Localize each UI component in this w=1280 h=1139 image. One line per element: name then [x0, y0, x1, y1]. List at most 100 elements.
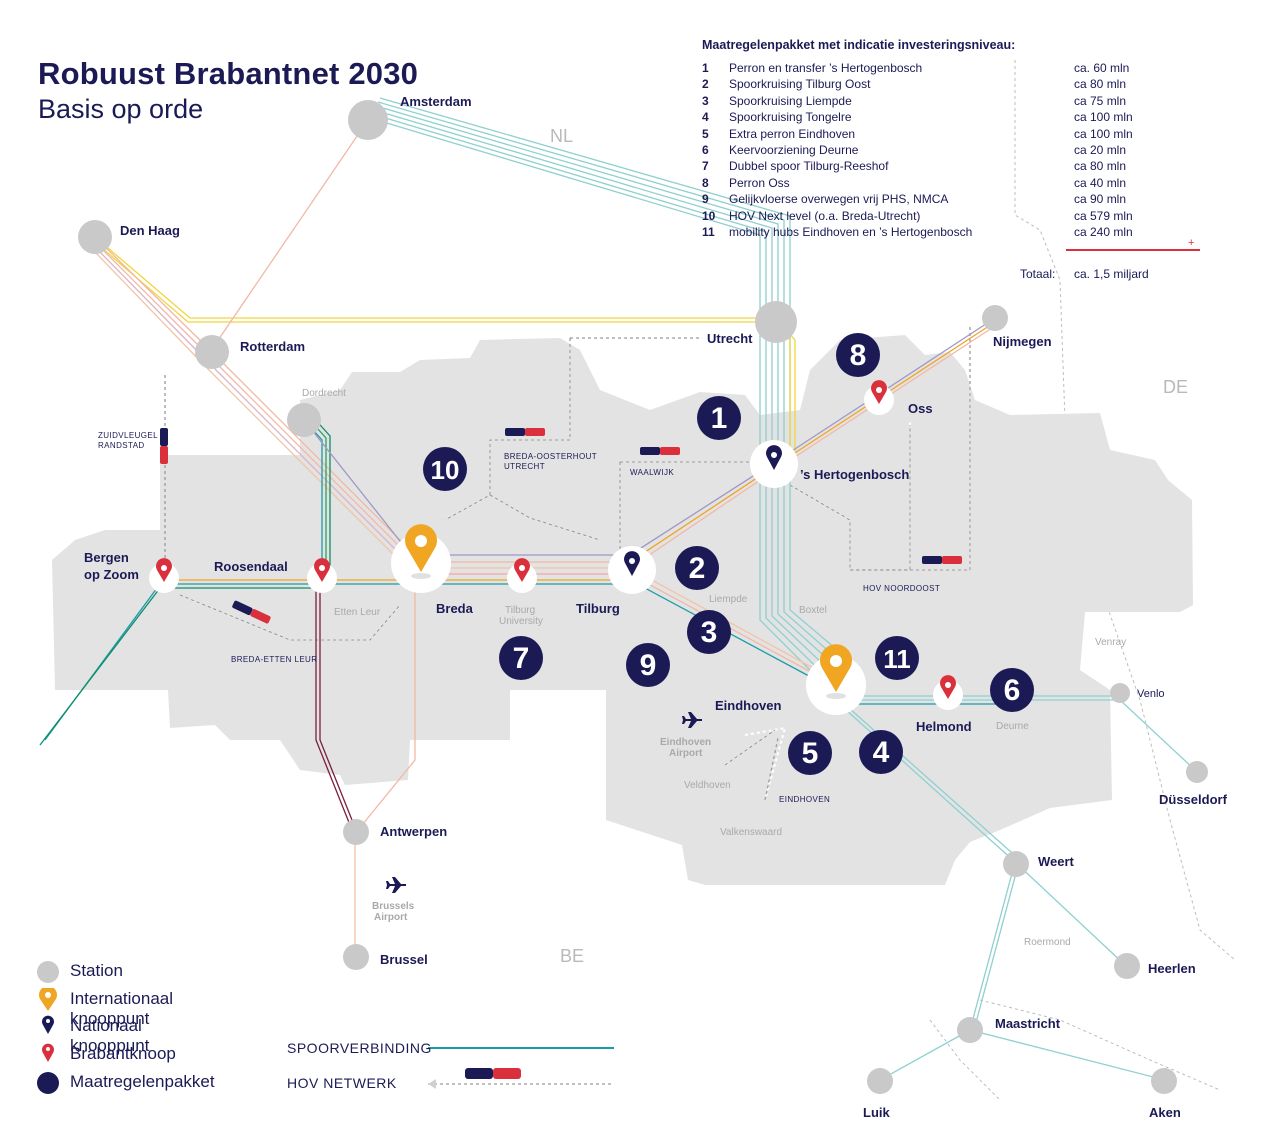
- station-label: Weert: [1038, 854, 1075, 869]
- station-label: Düsseldorf: [1159, 792, 1228, 807]
- measure-marker-circle: [788, 731, 832, 775]
- hov-legend-line: [428, 1068, 614, 1089]
- hov-labels: BREDA-OOSTERHOUT UTRECHT WAALWIJK HOV NO…: [231, 452, 940, 804]
- measure-marker: 6: [990, 668, 1034, 712]
- bus-icon: [922, 556, 962, 564]
- measure-number: 11: [702, 224, 715, 239]
- hov-label: HOV NOORDOOST: [863, 584, 940, 593]
- station-label: Maastricht: [995, 1016, 1061, 1031]
- measure-cost: ca 90 mln: [1074, 192, 1127, 207]
- measure-row: 3 Spoorkruising Liempde ca 75 mln: [702, 94, 1172, 110]
- hov-bus-icons: [160, 428, 962, 624]
- station-labels: Amsterdam Den Haag Rotterdam Utrecht Nij…: [84, 94, 1228, 1120]
- plus-sign: +: [1188, 237, 1195, 249]
- station-label: Deurne: [996, 721, 1029, 732]
- sum-line: [1066, 249, 1200, 251]
- measure-cost: ca 80 mln: [1074, 159, 1127, 174]
- country-label-de: DE: [1163, 377, 1188, 397]
- hov-dashed-overlay: [164, 325, 971, 801]
- navy-pin-icon: [36, 1015, 60, 1039]
- legend-label: Maatregelenpakket: [70, 1071, 215, 1091]
- measure-number: 5: [702, 126, 709, 141]
- station-label: Brussel: [380, 952, 428, 967]
- measure-cost: ca 75 mln: [1074, 93, 1127, 108]
- brabantknoop-pins: [156, 380, 956, 699]
- hov-label: EINDHOVEN: [779, 795, 830, 804]
- station-label: Venlo: [1137, 688, 1165, 700]
- measure-marker-circle: [836, 333, 880, 377]
- station-label: Brussels: [372, 901, 415, 912]
- measure-row: 9 Gelijkvloerse overwegen vrij PHS, NMCA c…: [702, 192, 1172, 208]
- measure-number: 6: [702, 142, 709, 157]
- measure-marker: 2: [675, 546, 719, 590]
- measure-text: Dubbel spoor Tilburg-Reeshof: [729, 159, 889, 174]
- measure-marker-circle: [859, 730, 903, 774]
- legend-label: Nationaal knooppunt: [70, 1016, 150, 1056]
- station-label: University: [499, 616, 543, 627]
- station-label: Amsterdam: [400, 94, 472, 109]
- station-label: Aken: [1149, 1105, 1181, 1120]
- country-label-nl: NL: [550, 126, 573, 146]
- measure-text: Perron en transfer ’s Hertogenbosch: [729, 61, 923, 75]
- international-pins: [405, 524, 852, 699]
- page-title: Robuust Brabantnet 2030: [38, 56, 419, 91]
- measure-number: 8: [702, 175, 709, 190]
- station-label: Rotterdam: [240, 339, 305, 354]
- measure-cost: ca 100 mln: [1074, 126, 1133, 141]
- country-label-be: BE: [560, 946, 584, 966]
- legend-label: Brabantknoop: [70, 1044, 176, 1064]
- measure-text: Spoorkruising Tilburg Oost: [729, 77, 871, 92]
- station-label: Boxtel: [799, 605, 827, 616]
- measure-marker-number: 1: [711, 402, 728, 435]
- airplane-icon: [682, 712, 702, 728]
- measure-cost: ca 40 mln: [1074, 175, 1127, 190]
- station-label: Airport: [669, 748, 703, 759]
- measure-number: 10: [702, 208, 716, 223]
- measure-text: Spoorkruising Liempde: [729, 93, 852, 108]
- station-label: Den Haag: [120, 223, 180, 238]
- bus-icon: [505, 428, 545, 436]
- measure-text: Gelijkvloerse overwegen vrij PHS, NMCA: [729, 192, 949, 207]
- station-label: Liempde: [709, 594, 748, 605]
- station-label: ZUIDVLEUGEL: [98, 431, 158, 440]
- measure-marker: 10: [423, 447, 467, 491]
- hov-legend-label: HOV NETWERK: [287, 1075, 397, 1091]
- station-label: Dordrecht: [302, 388, 346, 399]
- airplane-icons: [386, 712, 702, 893]
- bus-icon: [465, 1068, 521, 1079]
- measure-marker-number: 8: [850, 339, 867, 372]
- measure-number: 4: [702, 110, 709, 125]
- measure-marker: 8: [836, 333, 880, 377]
- red-pin-icon: [36, 1043, 60, 1067]
- measure-number: 9: [702, 192, 709, 207]
- measure-marker-number: 11: [883, 644, 911, 674]
- bus-icon: [160, 428, 168, 464]
- measure-cost: ca 240 mln: [1074, 224, 1133, 239]
- measure-marker-number: 3: [701, 616, 718, 649]
- station-label: Eindhoven: [660, 737, 711, 748]
- measure-marker-number: 9: [640, 649, 657, 682]
- measure-marker: 9: [626, 643, 670, 687]
- station-label: Valkenswaard: [720, 827, 782, 838]
- station-label: Roosendaal: [214, 559, 288, 574]
- station-label: ’s Hertogenbosch: [800, 467, 909, 482]
- measure-marker-number: 7: [513, 642, 530, 675]
- measure-cost: ca. 60 mln: [1074, 61, 1130, 75]
- legend-label: Station: [70, 961, 123, 980]
- measure-number: 3: [702, 93, 709, 108]
- station-label: Oss: [908, 401, 933, 416]
- orange-pin-icon: [819, 644, 852, 692]
- legend-label: Internationaal knooppunt: [70, 988, 174, 1028]
- station-label: Eindhoven: [715, 698, 782, 713]
- orange-pin-icon: [36, 985, 60, 1012]
- total-label: Totaal:: [1020, 267, 1056, 281]
- station-label: Antwerpen: [380, 824, 447, 839]
